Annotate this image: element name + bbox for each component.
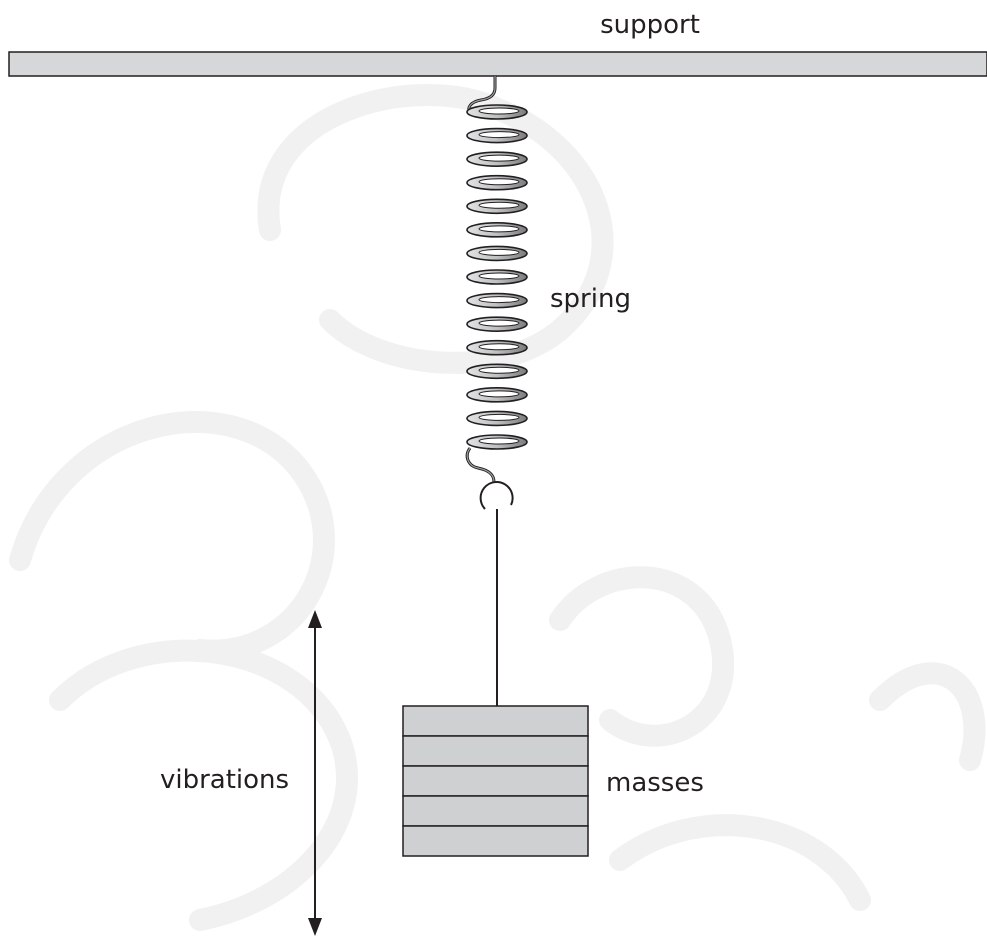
- spring-coil-inner: [478, 201, 520, 209]
- spring-coil-inner: [478, 225, 520, 233]
- arrowhead-up: [308, 610, 322, 628]
- spring-label: spring: [550, 284, 631, 314]
- support-beam: [8, 51, 987, 77]
- mass-stack: [402, 705, 589, 857]
- spring-coil-inner: [478, 296, 520, 304]
- spring-coil-inner: [478, 319, 520, 327]
- spring-coil-inner: [478, 154, 520, 162]
- vibrations-label: vibrations: [160, 765, 289, 795]
- spring-coil-inner: [478, 343, 520, 351]
- vibrations-arrow: [308, 610, 322, 936]
- hanger-ring: [479, 481, 514, 510]
- spring-coil-inner: [478, 107, 520, 115]
- mass-slab: [402, 795, 589, 827]
- spring-coil-inner: [478, 248, 520, 256]
- mass-slab: [402, 705, 589, 737]
- spring-coil-inner: [478, 272, 520, 280]
- spring-coils: [466, 104, 528, 450]
- spring-coil-inner: [478, 178, 520, 186]
- spring-coil-inner: [478, 366, 520, 374]
- spring-coil-inner: [478, 437, 520, 445]
- mass-slab: [402, 735, 589, 767]
- mass-slab: [402, 765, 589, 797]
- support-label: support: [600, 10, 700, 40]
- watermark: [9, 84, 986, 931]
- masses-label: masses: [606, 768, 704, 798]
- arrowhead-down: [308, 918, 322, 936]
- spring-coil-inner: [478, 131, 520, 139]
- mass-slab: [402, 825, 589, 857]
- spring-coil-inner: [478, 390, 520, 398]
- spring-coil-inner: [478, 413, 520, 421]
